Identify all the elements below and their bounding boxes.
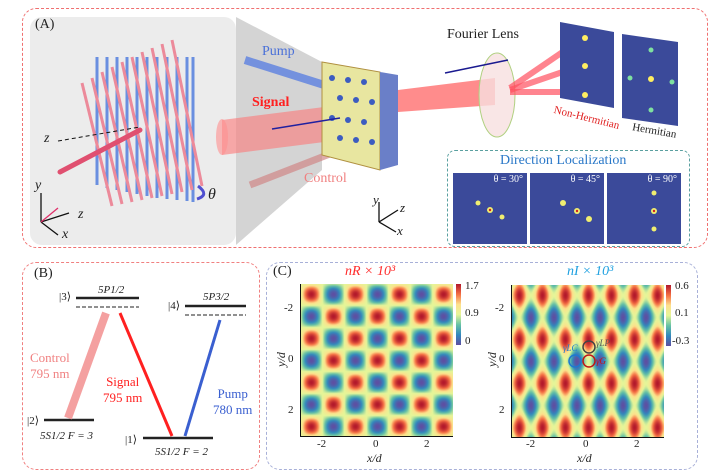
pump-label: Pump xyxy=(262,44,295,59)
ni-heatmap xyxy=(511,285,664,438)
ni-cbar-tick: 0.6 xyxy=(675,280,689,292)
k-vector-arrow xyxy=(271,117,341,130)
pump-arrow xyxy=(183,319,222,437)
ni-ytick: 2 xyxy=(499,404,505,416)
nr-xtick: 0 xyxy=(373,438,379,450)
ni-xtick: 0 xyxy=(583,438,589,450)
signal-label: Signal xyxy=(252,95,290,110)
p32-label: 5P3/2 xyxy=(203,291,230,303)
nr-xtick: 2 xyxy=(424,438,430,450)
axes-icon-left xyxy=(40,193,70,236)
level-1-label: |1⟩ xyxy=(125,434,137,446)
rotation-arrow-icon xyxy=(196,184,206,201)
panel-c-frame xyxy=(266,262,698,470)
ni-ytick: 0 xyxy=(499,353,505,365)
axis-y-right: y xyxy=(373,192,379,207)
ni-xlabel: x/d xyxy=(577,451,592,465)
nr-heatmap xyxy=(300,284,453,437)
ni-cbar-tick: 0.1 xyxy=(675,307,689,319)
panel-a-label: (A) xyxy=(35,17,55,32)
signal-beam xyxy=(222,105,340,155)
ni-xtick: -2 xyxy=(526,438,536,450)
nr-cbar-tick: 0 xyxy=(465,335,471,347)
energy-level-diagram xyxy=(44,296,246,440)
localization-image-45: θ = 45° xyxy=(530,173,604,244)
nr-cbar-tick: 0.9 xyxy=(465,307,479,319)
direction-localization-title: Direction Localization xyxy=(500,153,627,168)
level-4-label: |4⟩ xyxy=(168,300,180,312)
lp-label: γLP xyxy=(596,338,611,348)
ni-colorbar xyxy=(666,285,671,346)
panel-a-frame xyxy=(22,8,708,248)
nr-title: nR × 10³ xyxy=(345,264,396,279)
axis-z-left: z xyxy=(78,207,84,222)
direction-localization-frame xyxy=(447,150,690,247)
fourier-lens-label: Fourier Lens xyxy=(447,27,519,42)
panel-a-illustration xyxy=(40,17,678,245)
z-label: z xyxy=(44,131,50,146)
red-gratings xyxy=(80,39,204,207)
nr-xlabel: x/d xyxy=(367,451,382,465)
nr-ytick: 2 xyxy=(288,404,294,416)
lc-label: γLC xyxy=(563,343,578,353)
output-beam xyxy=(398,78,495,112)
ni-ytick: -2 xyxy=(495,302,505,314)
lens-arrow xyxy=(444,59,509,74)
localization-image-90: θ = 90° xyxy=(607,173,681,244)
level-3-label: |3⟩ xyxy=(59,291,71,303)
theta-label: θ xyxy=(208,186,216,203)
ni-cbar-tick: -0.3 xyxy=(672,335,690,347)
axes-icon-right xyxy=(378,202,399,233)
nr-ylabel: y/d xyxy=(273,352,288,367)
p12-label: 5P1/2 xyxy=(98,284,125,296)
signal-arrow xyxy=(118,312,174,437)
g-marker xyxy=(582,354,596,368)
panel-c-label: (C) xyxy=(273,264,292,279)
lc-marker xyxy=(568,354,582,368)
nr-colorbar xyxy=(456,284,461,345)
axis-z-right: z xyxy=(400,200,406,215)
s1-label: 5S1/2 F = 2 xyxy=(155,446,208,458)
localization-spots xyxy=(475,190,657,232)
level-2-label: |2⟩ xyxy=(27,415,39,427)
metasurface-side xyxy=(380,72,398,170)
ni-title: nI × 10³ xyxy=(567,264,614,279)
panel-b-frame xyxy=(22,262,260,470)
lp-marker xyxy=(582,340,596,354)
ni-xtick: 2 xyxy=(634,438,640,450)
control-label: Control xyxy=(304,171,347,186)
panel-b-label: (B) xyxy=(34,266,53,281)
nr-xtick: -2 xyxy=(317,438,327,450)
nr-ytick: 0 xyxy=(288,353,294,365)
g-label: γG xyxy=(596,356,607,366)
nr-ytick: -2 xyxy=(284,302,294,314)
s2-label: 5S1/2 F = 3 xyxy=(40,430,93,442)
ni-ylabel: y/d xyxy=(484,352,499,367)
control-arrow xyxy=(64,311,110,420)
incident-beam xyxy=(57,127,143,175)
nr-cbar-tick: 1.7 xyxy=(465,280,479,292)
axis-x-left: x xyxy=(62,227,69,242)
axis-y-left: y xyxy=(35,178,42,193)
axis-x-right: x xyxy=(397,223,403,238)
ni-markers xyxy=(568,340,596,368)
metasurface-pattern xyxy=(329,75,375,145)
